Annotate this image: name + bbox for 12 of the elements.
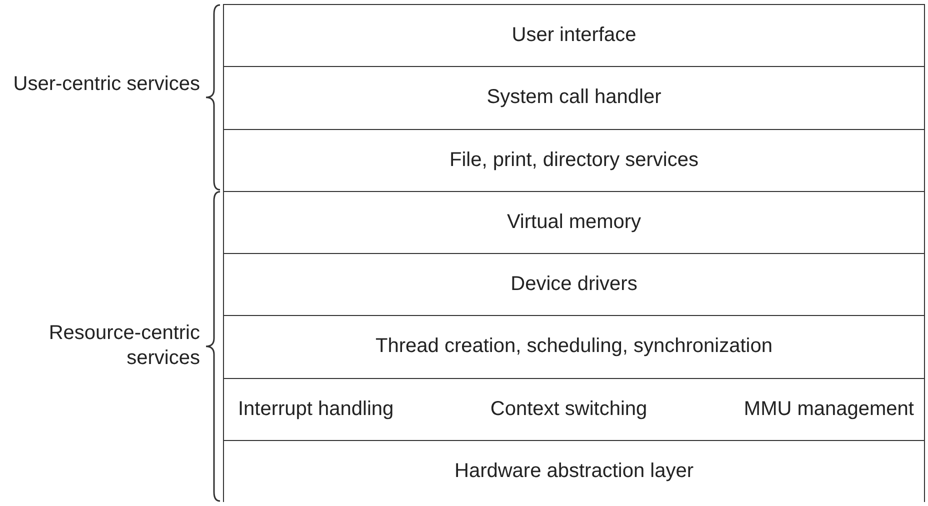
layer-label: Context switching — [490, 398, 648, 421]
layer-label: Virtual memory — [506, 210, 642, 234]
layer-label: Thread creation, scheduling, synchronization — [376, 335, 772, 358]
layer-label: Device drivers — [510, 273, 638, 296]
layer-label: Hardware abstraction layer — [454, 460, 694, 484]
brace-label: User-centric services — [12, 72, 200, 98]
layer-label: Interrupt handling — [238, 398, 394, 421]
layer-label: User interface — [512, 24, 636, 48]
brace-label: Resource-centric services — [48, 321, 200, 372]
layer-label: System call handler — [486, 86, 662, 110]
layer-label: MMU management — [744, 398, 914, 421]
layer-label: File, print, directory services — [450, 148, 698, 172]
